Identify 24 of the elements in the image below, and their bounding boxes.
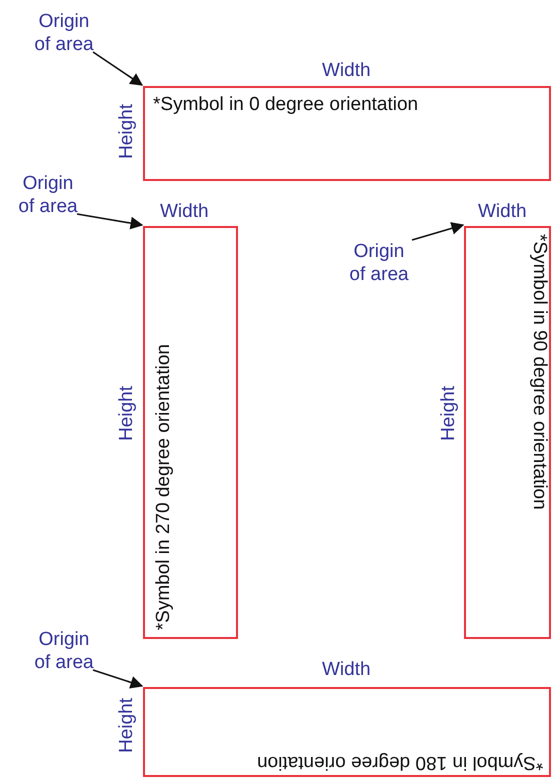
arrow xyxy=(76,213,144,230)
arrow xyxy=(92,669,144,688)
dimension-label: Height xyxy=(438,386,460,441)
origin-label: Origin of area xyxy=(31,628,97,674)
dimension-label: Height xyxy=(116,698,138,753)
dimension-label: Height xyxy=(116,104,138,159)
dimension-label: Width xyxy=(322,659,371,681)
area-box xyxy=(143,226,238,639)
arrow xyxy=(412,222,464,241)
orientation-text: *Symbol in 270 degree orientation xyxy=(153,344,175,630)
dimension-label: Height xyxy=(116,386,138,441)
area-box xyxy=(143,86,551,181)
dimension-label: Width xyxy=(160,201,209,223)
dimension-label: Width xyxy=(322,60,371,82)
orientation-text: *Symbol in 180 degree orientation xyxy=(256,751,543,773)
orientation-text: *Symbol in 90 degree orientation xyxy=(528,234,550,510)
origin-label: Origin of area xyxy=(346,240,412,286)
origin-label: Origin of area xyxy=(31,10,97,56)
orientation-text: *Symbol in 0 degree orientation xyxy=(153,94,418,116)
arrow xyxy=(92,51,144,86)
area-box xyxy=(143,687,551,777)
area-box xyxy=(464,226,551,639)
dimension-label: Width xyxy=(478,201,527,223)
origin-label: Origin of area xyxy=(15,172,81,218)
